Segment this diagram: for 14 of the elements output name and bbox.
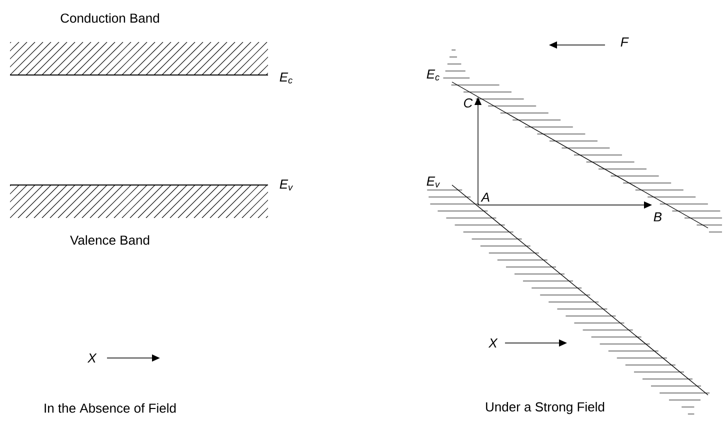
symbol-label: E$_{c}$ xyxy=(426,70,440,80)
symbol-label: F xyxy=(620,38,629,46)
symbol-label: X xyxy=(488,338,498,348)
caption-text: Under a Strong Field xyxy=(486,402,604,414)
caption-text: In the Absence of Field xyxy=(44,403,176,413)
symbol-label: X xyxy=(87,354,97,362)
symbol-label: E$_{c}$ xyxy=(280,72,292,84)
symbol-label: E$_{v}$ xyxy=(426,176,440,188)
point-label: C xyxy=(464,98,473,108)
symbol-label: E$_{v}$ xyxy=(280,180,293,190)
caption-text: Conduction Band xyxy=(60,13,159,23)
caption-text: Valence Band xyxy=(70,235,150,245)
point-label: B xyxy=(654,212,662,222)
point-label: A xyxy=(480,192,490,202)
